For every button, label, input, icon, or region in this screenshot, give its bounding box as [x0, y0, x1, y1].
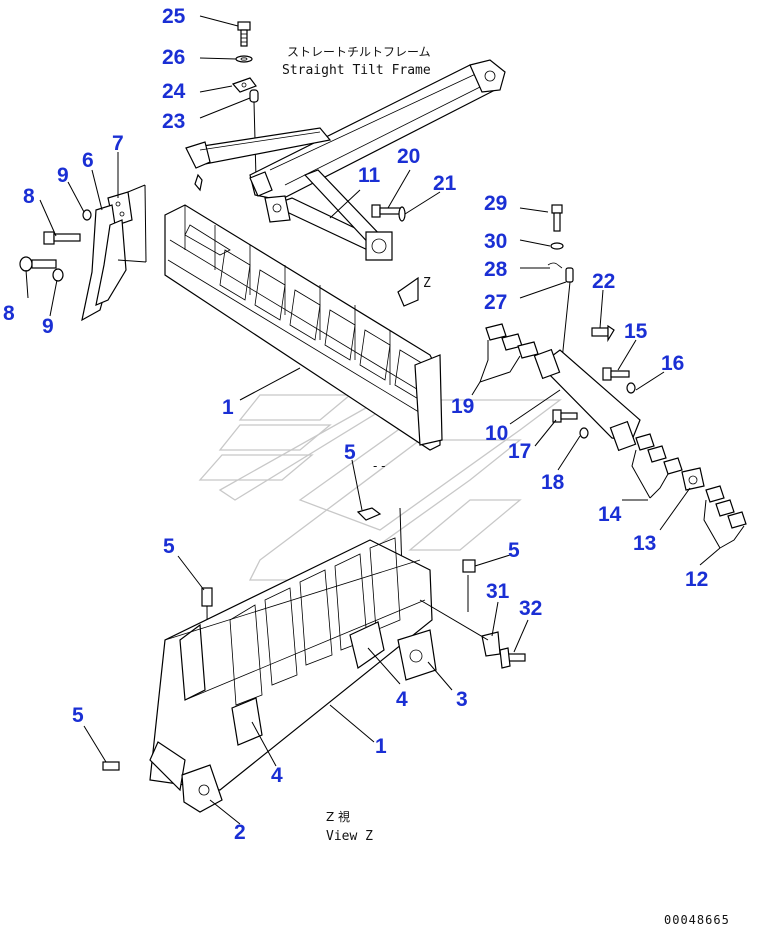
- right-assembly: [533, 204, 641, 452]
- callout-5-lower: 5: [72, 704, 84, 727]
- drawing-number: 00048665: [664, 913, 730, 927]
- callout-2: 2: [234, 821, 246, 844]
- callout-10: 10: [485, 422, 508, 445]
- callout-13: 13: [633, 532, 656, 555]
- callout-12: 12: [685, 568, 708, 591]
- view-label-en: View Z: [326, 829, 373, 844]
- callout-1-upper: 1: [222, 396, 234, 419]
- fasteners-20-21: [371, 204, 406, 222]
- lower-frame: [149, 537, 526, 813]
- callout-31: 31: [486, 580, 510, 603]
- title-en: Straight Tilt Frame: [282, 63, 431, 78]
- callout-14: 14: [598, 503, 622, 526]
- title-jp: ストレートチルトフレーム: [287, 45, 431, 59]
- callout-25: 25: [162, 5, 186, 28]
- upper-frame: [164, 204, 443, 451]
- callout-30: 30: [484, 230, 507, 253]
- callout-19: 19: [451, 395, 474, 418]
- callout-4-upper: 4: [396, 688, 408, 711]
- left-pieces: [19, 184, 147, 322]
- view-label-jp: Z 視: [326, 809, 350, 824]
- callout-11: 11: [358, 164, 381, 187]
- header: ストレートチルトフレーム Straight Tilt Frame: [282, 45, 431, 78]
- callout-17: 17: [508, 440, 531, 463]
- callout-27: 27: [484, 291, 507, 314]
- callout-8-lower: 8: [3, 302, 15, 325]
- leader-lines: [25, 15, 721, 825]
- callout-16: 16: [661, 352, 684, 375]
- callout-24: 24: [162, 80, 186, 103]
- callout-5-upper: 5: [344, 441, 356, 464]
- callout-26: 26: [162, 46, 185, 69]
- callout-7: 7: [112, 132, 124, 155]
- callout-3: 3: [456, 688, 468, 711]
- callout-18: 18: [541, 471, 565, 494]
- callout-32: 32: [519, 597, 542, 620]
- shims-19: [479, 323, 539, 383]
- shims-13-14-12: [631, 433, 747, 549]
- callout-28: 28: [484, 258, 508, 281]
- callout-29: 29: [484, 192, 507, 215]
- callout-22: 22: [592, 270, 615, 293]
- tilt-frame: [185, 59, 506, 261]
- view-label: Z 視 View Z: [326, 809, 373, 844]
- svg-text:- -: - -: [373, 459, 385, 473]
- callout-23: 23: [162, 110, 185, 133]
- callout-20: 20: [397, 145, 420, 168]
- callout-15: 15: [624, 320, 648, 343]
- callout-4-lower: 4: [271, 764, 283, 787]
- callout-8-upper: 8: [23, 185, 35, 208]
- callout-9-lower: 9: [42, 315, 54, 338]
- callout-5-left: 5: [163, 535, 175, 558]
- callouts: 25 26 24 23 7 6 9 8 8 9 20 11 21 29 30 2…: [3, 5, 708, 844]
- callout-6: 6: [82, 149, 94, 172]
- view-arrow-letter: Z: [423, 276, 431, 291]
- callout-1-lower: 1: [375, 735, 387, 758]
- callout-21: 21: [433, 172, 457, 195]
- callout-5-right: 5: [508, 539, 520, 562]
- callout-9-upper: 9: [57, 164, 69, 187]
